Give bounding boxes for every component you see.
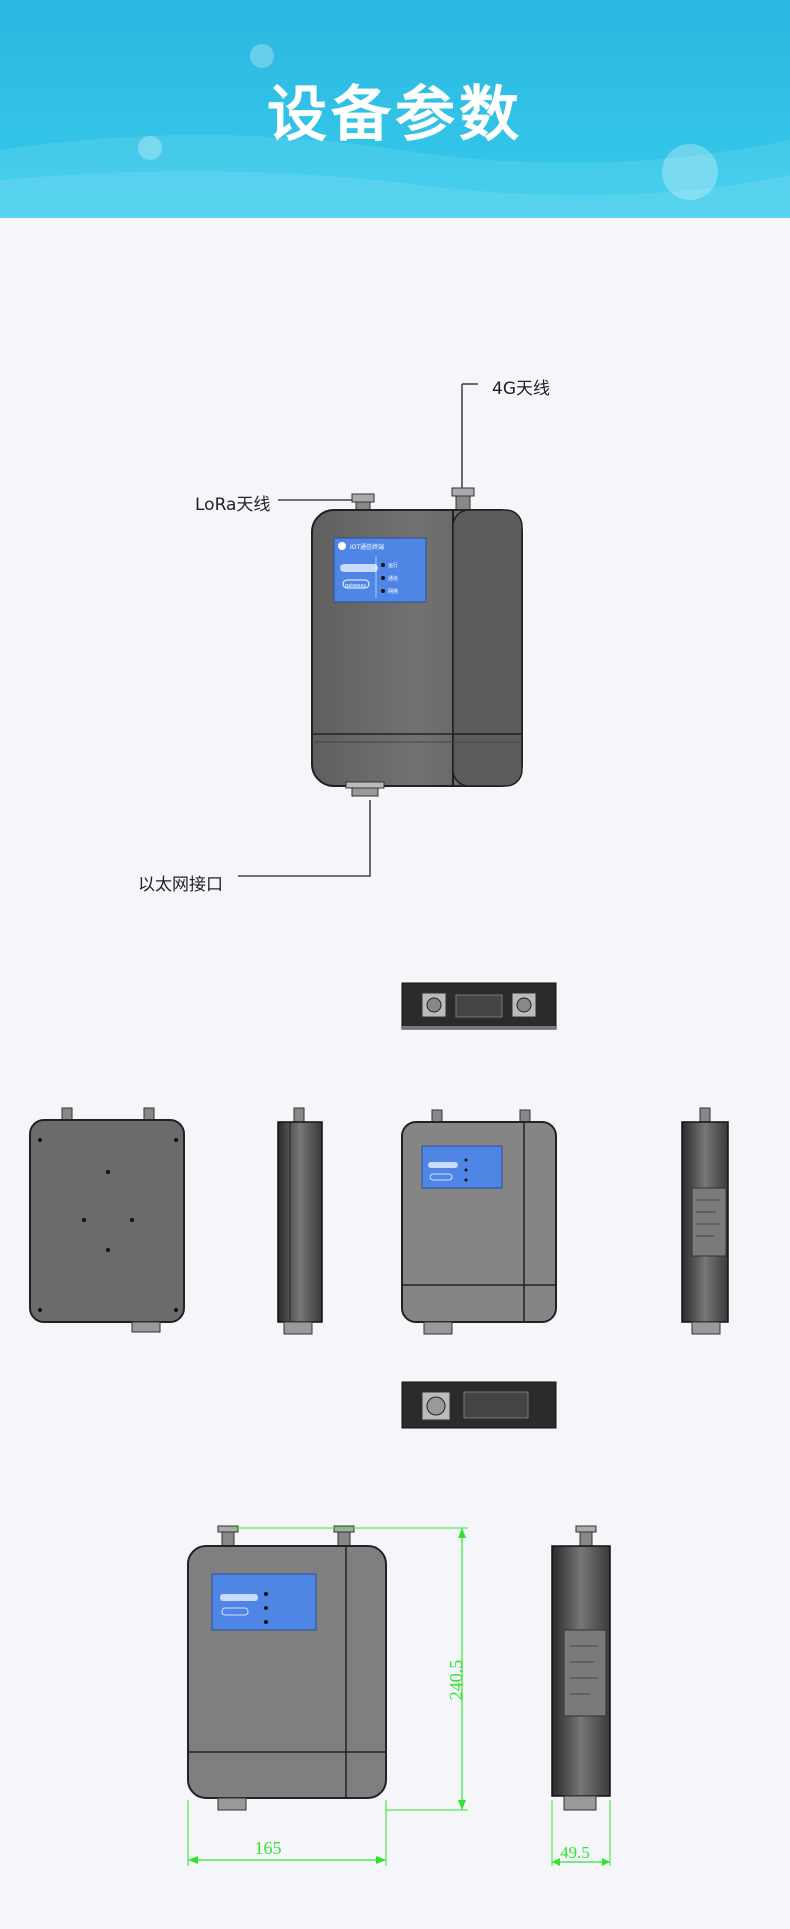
dimension-height: 240.5 xyxy=(446,1660,466,1701)
hero-device: IOT通信终端 gateway 运行 通信 网络 xyxy=(238,383,523,877)
decor-bubble xyxy=(250,44,274,68)
callout-lora-antenna: LoRa天线 xyxy=(195,495,271,515)
dimension-side-view: 49.5 xyxy=(551,1525,611,1866)
back-view xyxy=(29,1107,185,1333)
front-view-small xyxy=(401,1109,557,1335)
panel-brand: gateway xyxy=(345,583,366,589)
panel-led-3: 网络 xyxy=(388,588,398,595)
panel-led-1: 运行 xyxy=(388,562,398,569)
dimension-front-view: 240.5 165 xyxy=(187,1525,468,1866)
page-title: 设备参数 xyxy=(267,80,523,150)
left-side-view xyxy=(277,1107,323,1335)
panel-logo-text: IOT通信终端 xyxy=(350,543,384,551)
panel-led-2: 通信 xyxy=(388,575,398,582)
header-banner: 设备参数 xyxy=(0,0,790,218)
callout-4g-antenna: 4G天线 xyxy=(492,379,550,399)
dimension-width: 165 xyxy=(255,1838,282,1858)
decor-bubble xyxy=(662,144,718,200)
bottom-view xyxy=(401,1381,557,1429)
callout-ethernet: 以太网接口 xyxy=(138,875,223,895)
top-view xyxy=(401,982,557,1030)
banner-waves xyxy=(0,135,790,218)
decor-bubble xyxy=(138,136,162,160)
right-side-view xyxy=(681,1107,729,1335)
dimension-depth: 49.5 xyxy=(560,1843,590,1862)
